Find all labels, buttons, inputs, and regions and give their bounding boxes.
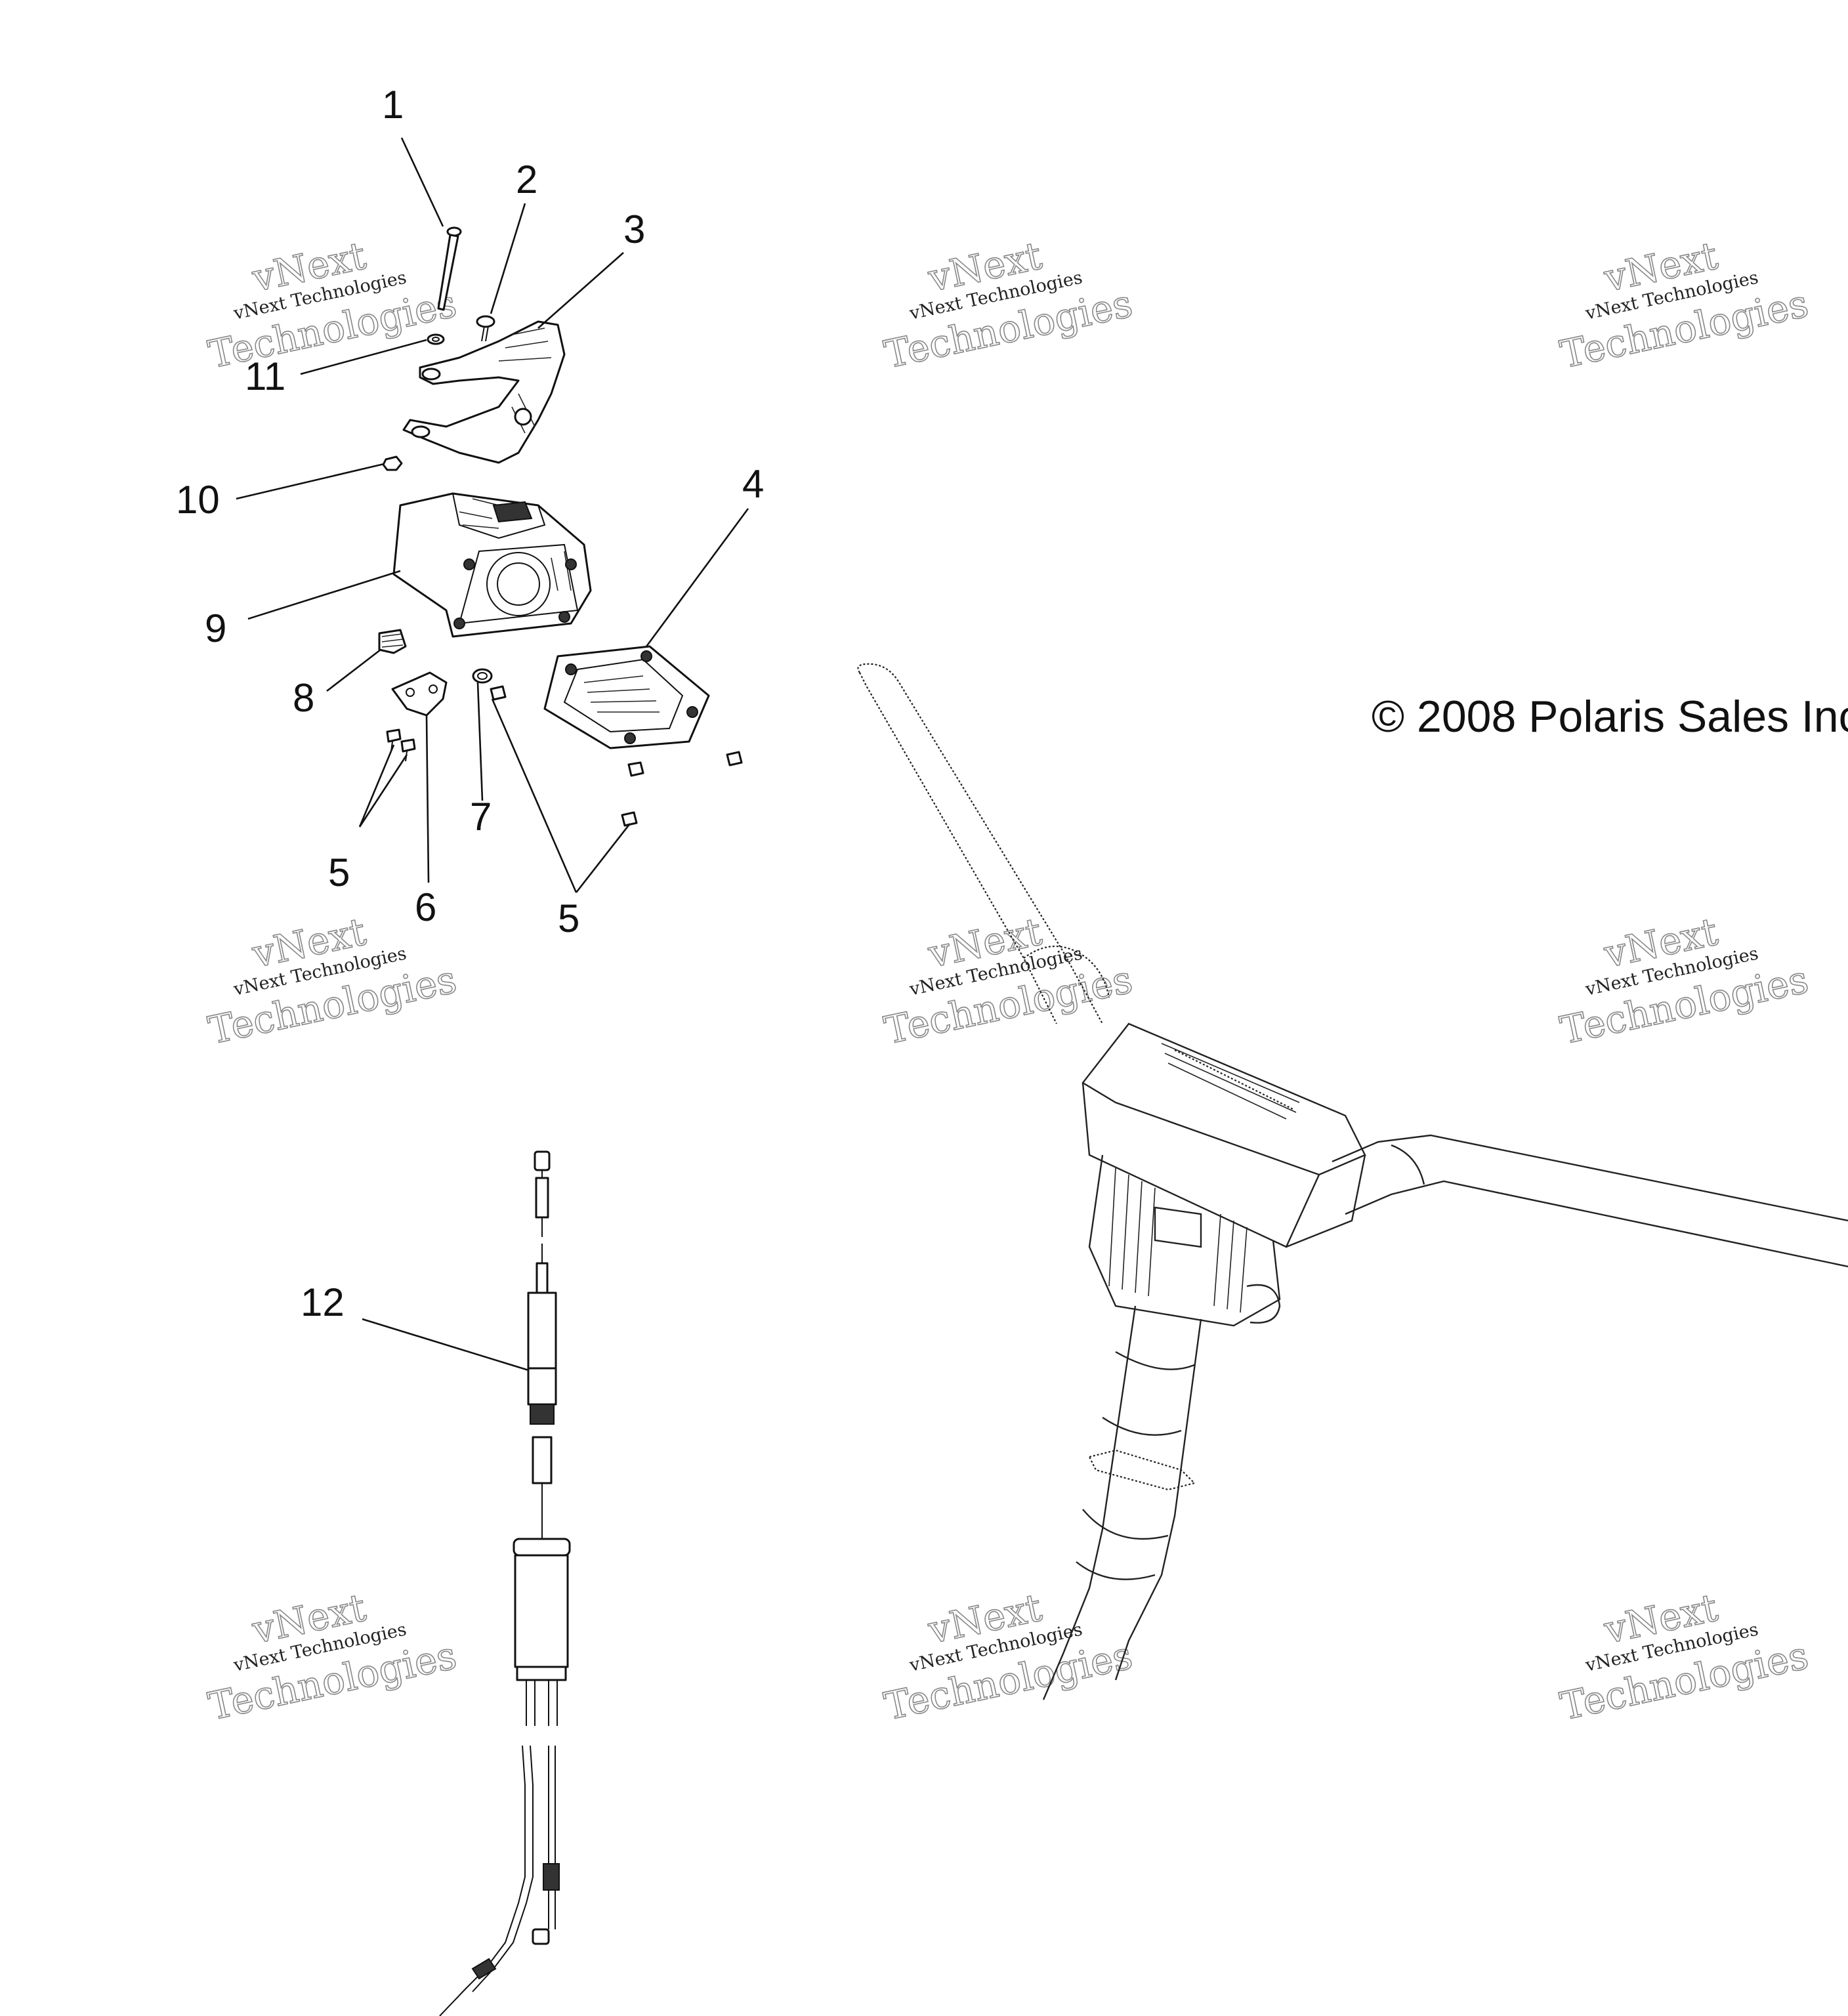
- callout-5-right: 5: [558, 896, 579, 940]
- part-10-nut: [382, 455, 403, 471]
- callout-9: 9: [205, 606, 226, 650]
- callout-6: 6: [415, 885, 436, 929]
- watermark-r1c2: vNext vNext Technologies Technologies: [880, 232, 1137, 377]
- part-9-housing: [392, 492, 592, 638]
- part-6-plate: [391, 671, 448, 717]
- watermark-r1c3: vNext vNext Technologies Technologies: [1556, 232, 1813, 377]
- part-5-screws-left: [386, 728, 416, 762]
- part-11-washer: [427, 333, 445, 345]
- watermark-r2c2: vNext vNext Technologies Technologies: [880, 908, 1137, 1053]
- callout-11: 11: [245, 354, 285, 398]
- leader-lines: [236, 137, 749, 1373]
- copyright-text: © 2008 Polaris Sales Inc: [1372, 692, 1848, 742]
- callout-1: 1: [382, 83, 404, 127]
- callout-5-left: 5: [328, 850, 350, 894]
- watermark-r3c1: vNext vNext Technologies Technologies: [204, 1584, 461, 1729]
- callout-2: 2: [516, 158, 537, 201]
- watermark-r1c1: vNext vNext Technologies Technologies: [204, 232, 461, 377]
- callout-7: 7: [470, 795, 492, 839]
- part-2-screw: [476, 315, 495, 342]
- watermark-r2c3: vNext vNext Technologies Technologies: [1556, 908, 1813, 1053]
- part-3-bracket: [402, 320, 566, 464]
- callout-3: 3: [623, 207, 645, 251]
- callout-4: 4: [742, 462, 764, 506]
- callout-8: 8: [293, 676, 314, 720]
- callout-12: 12: [301, 1280, 345, 1324]
- part-4-cover: [543, 645, 710, 749]
- part-8-grommet: [378, 629, 407, 654]
- part-7-oring: [472, 668, 493, 684]
- part-1-pin: [437, 226, 462, 311]
- watermark-r3c2: vNext vNext Technologies Technologies: [880, 1584, 1137, 1729]
- watermark-r3c3: vNext vNext Technologies Technologies: [1556, 1584, 1813, 1729]
- callout-10: 10: [176, 478, 220, 522]
- part-12-cable: [439, 1150, 571, 2016]
- handlebar-assembly: [857, 663, 1848, 1700]
- part-5-screws-right: [490, 685, 743, 827]
